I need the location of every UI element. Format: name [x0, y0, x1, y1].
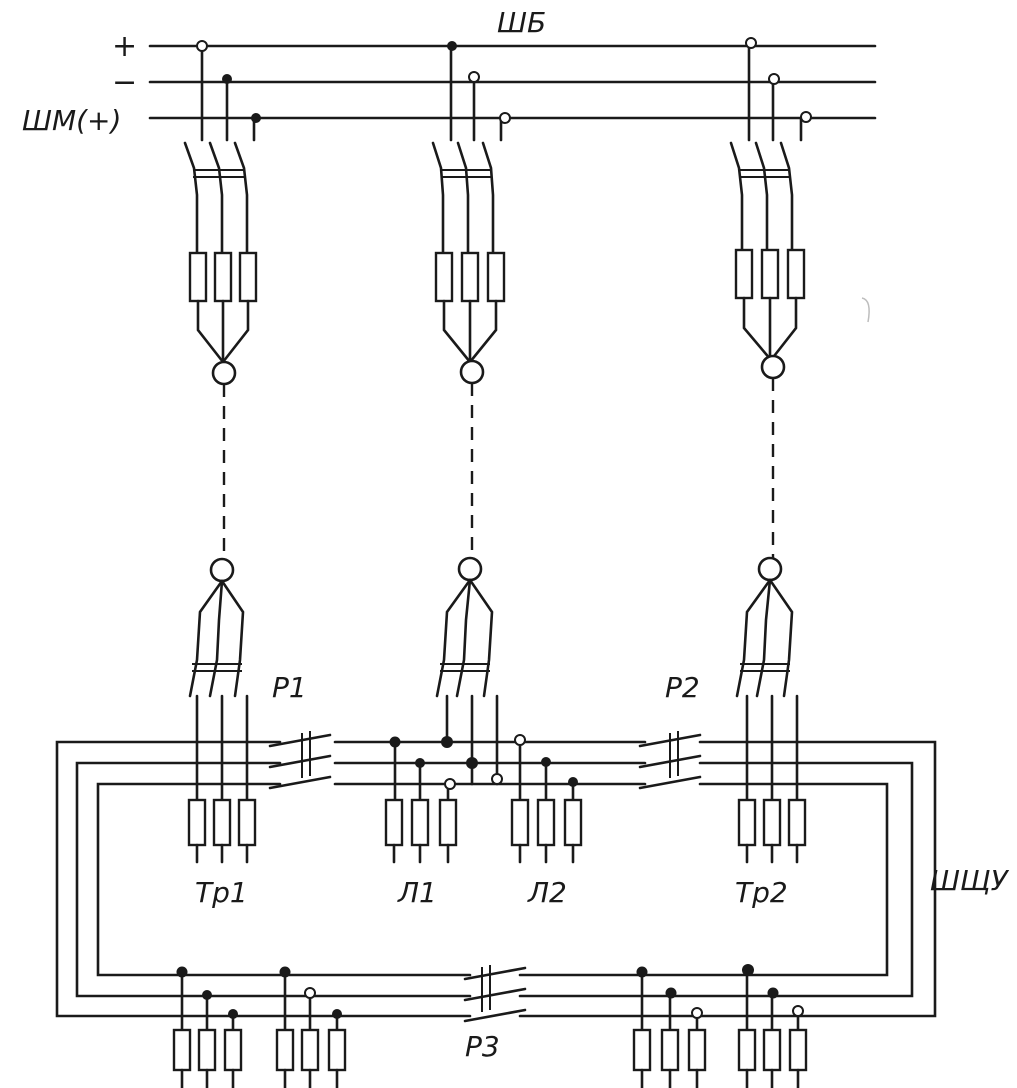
supply-cable-2	[431, 41, 511, 698]
fuse-icon	[300, 1028, 320, 1072]
fuse-icon	[212, 798, 232, 847]
fuse-icon	[237, 798, 257, 847]
switch-p2-icon	[638, 731, 702, 790]
fuse-icon	[213, 251, 233, 303]
fuse-icon	[786, 248, 806, 300]
fuse-icon	[275, 1028, 295, 1072]
bus-plus-label: +	[112, 29, 137, 64]
switch-p1-icon	[268, 731, 332, 790]
cable-end-icon	[211, 360, 237, 386]
lower-feeder-4	[737, 964, 808, 1088]
fuse-icon	[536, 798, 556, 847]
lower-feeder-1	[172, 966, 243, 1088]
fuse-icon	[460, 251, 480, 303]
supply-cable-1	[183, 40, 261, 698]
feeder-l1	[384, 736, 458, 864]
feeder-tr1	[187, 798, 257, 864]
fuse-icon	[197, 1028, 217, 1072]
switch-p2-label: P2	[665, 671, 700, 704]
fuse-icon	[410, 798, 430, 847]
switch-p1-label: P1	[272, 671, 307, 704]
fuse-icon	[788, 1028, 808, 1072]
panel-feed-leads	[195, 694, 799, 802]
fuse-icon	[787, 798, 807, 847]
panel-name-label: ШЩУ	[930, 864, 1010, 897]
fuse-icon	[632, 1028, 652, 1072]
fuse-icon	[438, 798, 458, 847]
junction-dot	[441, 736, 453, 748]
fuse-icon	[327, 1028, 347, 1072]
fuse-icon	[486, 251, 506, 303]
lower-feeder-3	[632, 966, 707, 1088]
feeder-tr2	[737, 798, 807, 864]
fuse-icon	[187, 798, 207, 847]
fuse-icon	[188, 251, 208, 303]
feeder-l2-label: Л2	[527, 876, 567, 909]
fuse-icon	[687, 1028, 707, 1072]
fuse-icon	[737, 798, 757, 847]
fuse-icon	[563, 798, 583, 847]
fuse-icon	[762, 798, 782, 847]
bus-shm-label: ШМ(+)	[22, 104, 121, 137]
switch-p3-icon	[463, 965, 527, 1023]
fuse-icon	[510, 798, 530, 847]
feeder-l2	[510, 734, 583, 864]
cable-end-icon	[209, 557, 235, 583]
fuse-icon	[223, 1028, 243, 1072]
fuse-icon	[762, 1028, 782, 1072]
fuse-icon	[660, 1028, 680, 1072]
supply-cable-3	[729, 37, 812, 698]
switch-p3-label: P3	[465, 1030, 500, 1063]
cable-end-icon	[457, 556, 483, 582]
junction-dot	[466, 757, 478, 769]
fuse-icon	[434, 251, 454, 303]
junction-dot	[491, 773, 503, 785]
stray-mark	[861, 297, 870, 323]
cable-end-icon	[757, 556, 783, 582]
fuse-icon	[172, 1028, 192, 1072]
bus-top-label: ШБ	[497, 6, 546, 39]
fuse-icon	[760, 248, 780, 300]
fuse-icon	[384, 798, 404, 847]
feeder-tr1-label: Тр1	[195, 876, 248, 909]
lower-feeder-2	[275, 966, 347, 1088]
fuse-icon	[238, 251, 258, 303]
feeder-tr2-label: Тр2	[735, 876, 788, 909]
panel-ring-bus	[55, 740, 937, 1018]
fuse-icon	[734, 248, 754, 300]
busbars-top	[148, 44, 877, 120]
cable-end-icon	[459, 359, 485, 385]
bus-minus-label: −	[112, 65, 137, 100]
fuse-icon	[737, 1028, 757, 1072]
cable-end-icon	[760, 354, 786, 380]
feeder-l1-label: Л1	[397, 876, 437, 909]
